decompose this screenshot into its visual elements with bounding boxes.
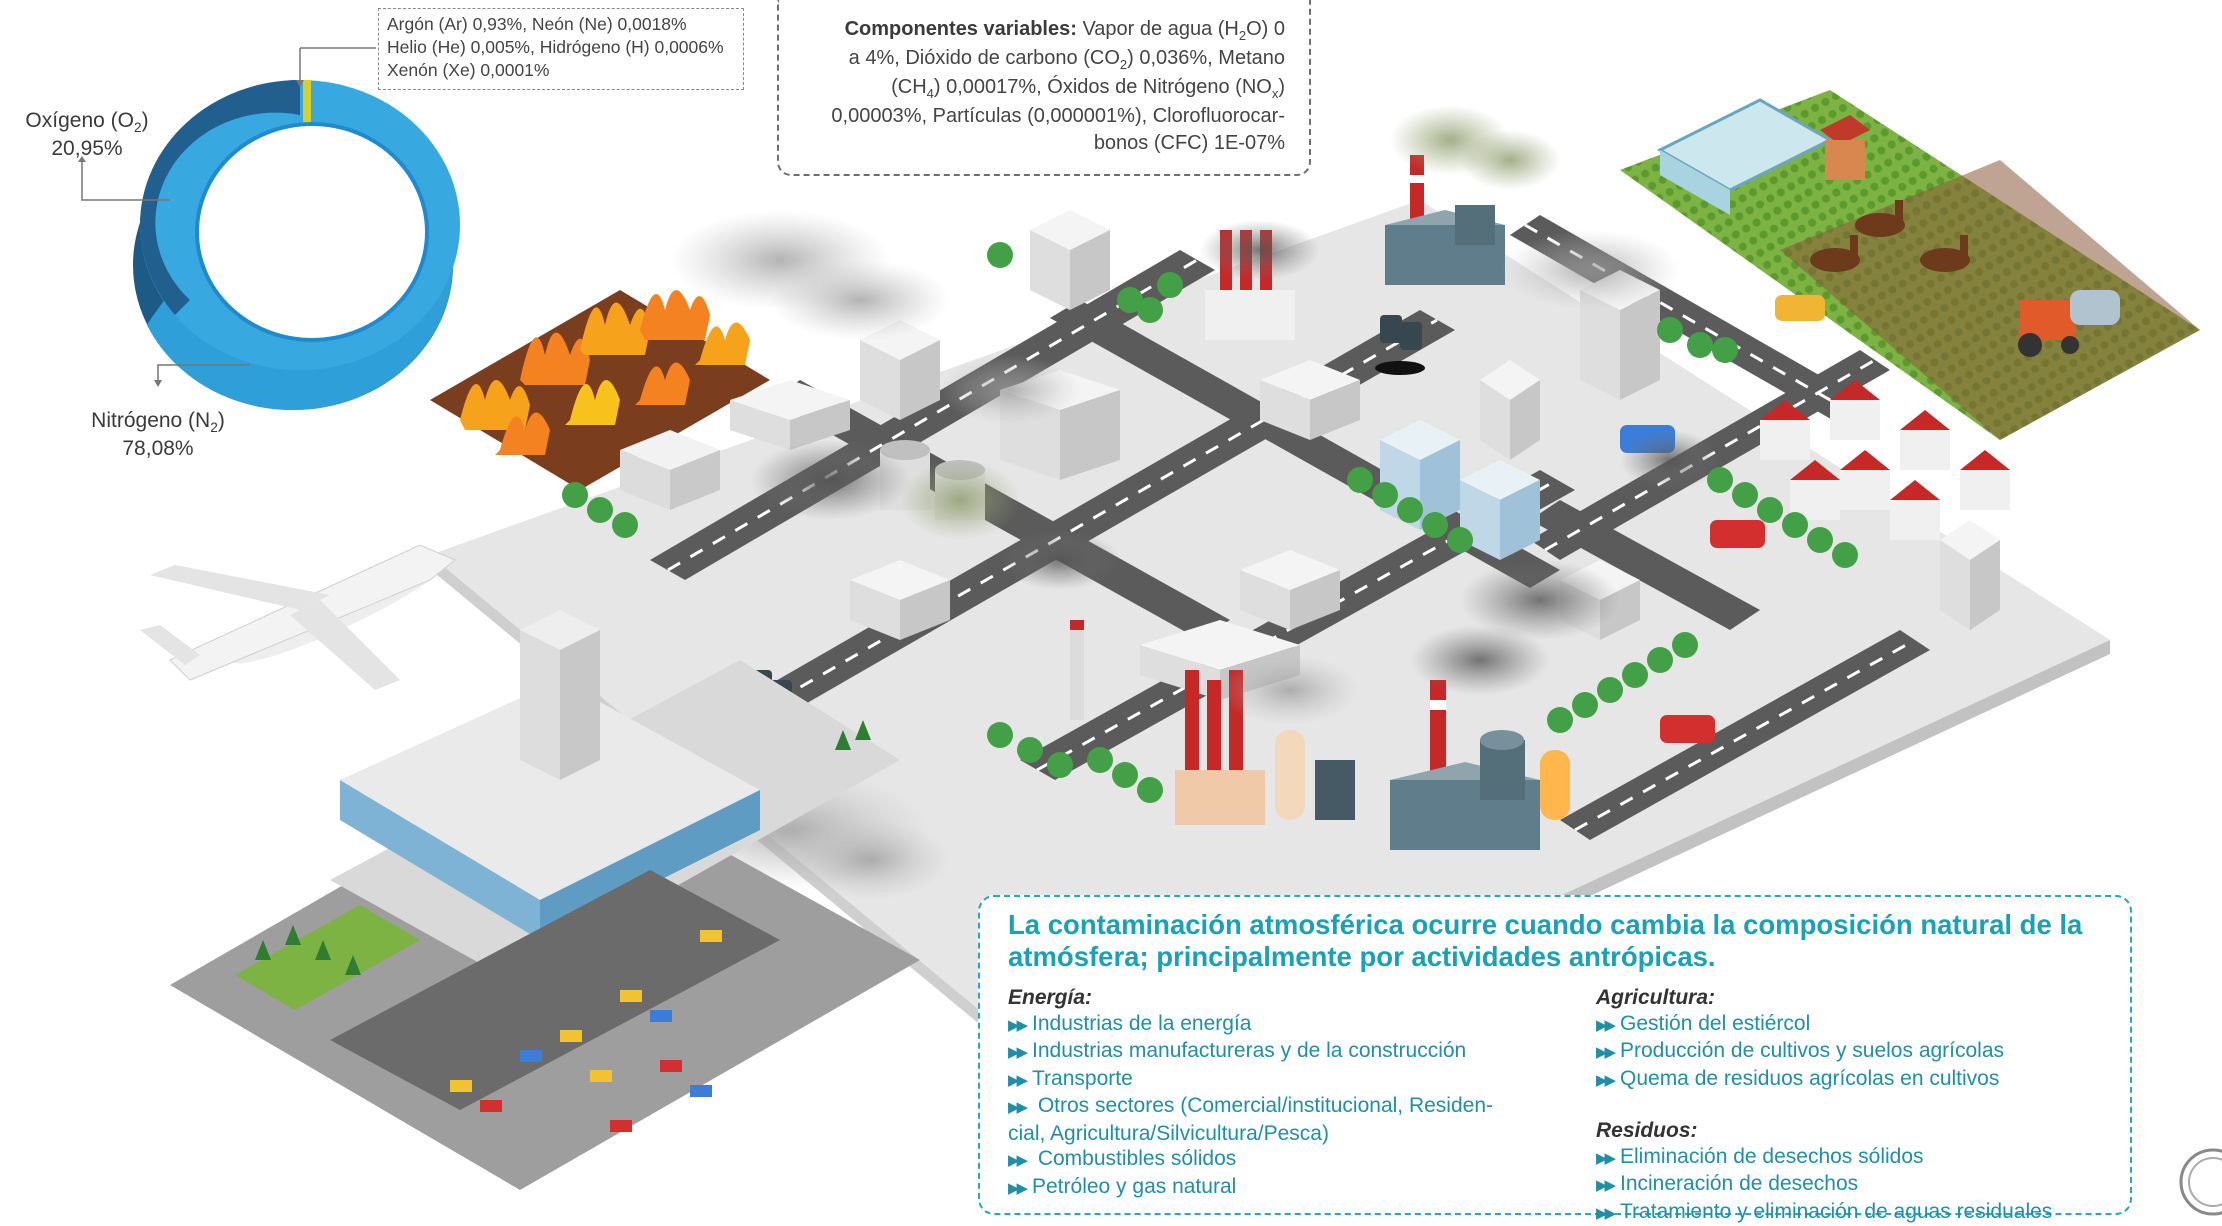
list-item: ▶▶Petróleo y gas natural [1008,1174,1548,1202]
list-item: ▶▶ Otros sectores (Comercial/institucion… [1008,1093,1548,1121]
energia-heading: Energía: [1008,985,1548,1011]
nitrogen-name: Nitrógeno (N [91,409,210,432]
list-item: ▶▶Incineración de desechos [1596,1171,2116,1199]
bullet-arrow-icon: ▶▶ [1596,1201,1620,1226]
trace-gases-box: Argón (Ar) 0,93%, Neón (Ne) 0,0018% Heli… [378,8,744,90]
trace-line: Argón (Ar) 0,93%, Neón (Ne) 0,0018% [387,13,735,36]
list-item-text: Gestión del estiércol [1620,1012,1810,1035]
bullet-arrow-icon: ▶▶ [1596,1013,1620,1039]
nitrogen-subscript: 2 [210,420,218,435]
bullet-arrow-icon: ▶▶ [1008,1148,1032,1174]
variable-components-box: Componentes variables: Vapor de agua (H2… [777,0,1311,176]
list-item-wrap: cial, Agricultura/Silvicultura/Pesca) [1008,1121,1548,1147]
list-item-text: Combustibles sólidos [1032,1147,1236,1170]
energia-column: Energía: ▶▶Industrias de la energía ▶▶In… [1008,985,1548,1201]
list-item-text: Transporte [1032,1067,1133,1090]
variable-text: 0,00003%, Partículas (0,000001%), Clorof… [803,103,1285,131]
list-item: ▶▶Gestión del estiércol [1596,1011,2116,1039]
agricultura-heading: Agricultura: [1596,985,2116,1011]
list-item: ▶▶ Combustibles sólidos [1008,1146,1548,1174]
corner-badge-icon [2178,1147,2222,1217]
list-item-text: Eliminación de desechos sólidos [1620,1145,1924,1168]
variable-text: ) 0,00017%, Óxidos de Nitrógeno (NO [934,76,1272,98]
list-item: ▶▶Transporte [1008,1066,1548,1094]
variable-text: ) [1278,76,1285,98]
list-item-text: Incineración de desechos [1620,1172,1858,1195]
list-item: ▶▶Quema de residuos agrícolas en cultivo… [1596,1066,2116,1094]
oxygen-subscript: 2 [134,120,142,135]
nitrogen-value: 78,08% [122,437,193,460]
list-item-text: Industrias manufactureras y de la constr… [1032,1039,1466,1062]
list-item: ▶▶Industrias de la energía [1008,1011,1548,1039]
pollution-info-box: La contaminación atmosférica ocurre cuan… [978,895,2132,1215]
variable-text: (CH [891,76,927,98]
variable-heading: Componentes variables: [845,18,1077,40]
agricultura-column: Agricultura: ▶▶Gestión del estiércol ▶▶P… [1596,985,2116,1226]
list-item-text: Industrias de la energía [1032,1012,1251,1035]
trace-line: Xenón (Xe) 0,0001% [387,59,735,82]
variable-text: O) 0 [1246,18,1285,40]
variable-text: a 4%, Dióxido de carbono (CO [849,47,1120,69]
list-item: ▶▶Eliminación de desechos sólidos [1596,1144,2116,1172]
bullet-arrow-icon: ▶▶ [1008,1095,1032,1121]
list-item-text: Quema de residuos agrícolas en cultivos [1620,1067,1999,1090]
list-item: ▶▶Producción de cultivos y suelos agríco… [1596,1038,2116,1066]
bullet-arrow-icon: ▶▶ [1596,1040,1620,1066]
bullet-arrow-icon: ▶▶ [1596,1068,1620,1094]
info-title: La contaminación atmosférica ocurre cuan… [1008,909,2108,973]
list-item-text: Petróleo y gas natural [1032,1175,1236,1198]
trace-line: Helio (He) 0,005%, Hidrógeno (H) 0,0006% [387,36,735,59]
oxygen-value: 20,95% [51,137,122,160]
bullet-arrow-icon: ▶▶ [1008,1176,1032,1202]
variable-sub: 4 [927,86,934,101]
variable-text: ) 0,036%, Metano [1127,47,1285,69]
variable-text: Vapor de agua (H [1082,18,1238,40]
oxygen-name: Oxígeno (O [25,109,134,132]
residuos-heading: Residuos: [1596,1118,2116,1144]
airplane [140,543,456,690]
variable-sub: 2 [1239,28,1246,43]
variable-text: bonos (CFC) 1E-07% [803,130,1285,158]
bullet-arrow-icon: ▶▶ [1596,1173,1620,1199]
atmosphere-donut-chart [133,80,460,410]
list-item-text: Producción de cultivos y suelos agrícola… [1620,1039,2004,1062]
list-item-text: Otros sectores (Comercial/institucional,… [1032,1094,1493,1117]
oxygen-label: Oxígeno (O2) 20,95% [22,108,152,163]
bullet-arrow-icon: ▶▶ [1008,1040,1032,1066]
list-item: ▶▶Industrias manufactureras y de la cons… [1008,1038,1548,1066]
bullet-arrow-icon: ▶▶ [1008,1068,1032,1094]
bullet-arrow-icon: ▶▶ [1596,1146,1620,1172]
nitrogen-label: Nitrógeno (N2) 78,08% [86,408,230,463]
bullet-arrow-icon: ▶▶ [1008,1013,1032,1039]
